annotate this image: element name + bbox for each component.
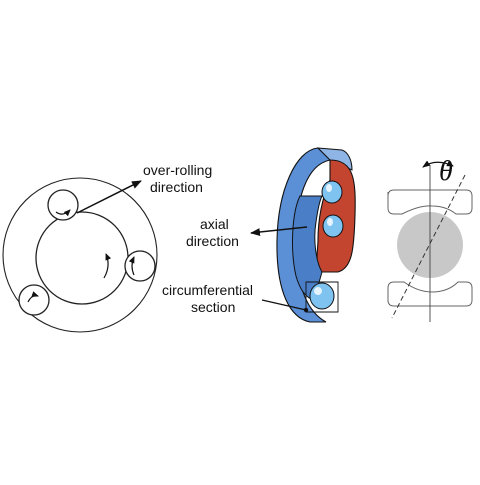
circumferential-pointer	[261, 299, 307, 311]
bearing-ball-3	[309, 282, 335, 310]
axial-direction-arrow	[250, 226, 308, 237]
over-rolling-label-line2: direction	[150, 179, 203, 195]
rolling-ball-top	[47, 189, 79, 221]
ball-rotation-arrow-right	[128, 256, 135, 276]
bearing-schematic	[2, 177, 158, 333]
inner-race-circle	[35, 211, 129, 305]
lower-race-outline	[387, 281, 473, 307]
bearing-ball-2	[322, 214, 344, 238]
axial-label-line2: direction	[186, 233, 239, 249]
outer-race-circle	[2, 177, 158, 333]
bearing-3d-illustration	[250, 147, 356, 323]
rolling-ball-right	[124, 250, 156, 282]
circumferential-point	[303, 307, 309, 313]
angle-arc	[422, 160, 454, 168]
ball-highlight-2	[327, 218, 333, 226]
rolling-ball-bottom-left	[18, 284, 50, 316]
over-rolling-label-line1: over-rolling	[143, 162, 212, 178]
theta-symbol: θ	[439, 156, 453, 187]
ball-highlight-1	[326, 184, 332, 192]
contact-angle-detail	[387, 160, 473, 322]
over-rolling-arrow	[76, 180, 142, 214]
inner-race-rotation-arrow	[103, 253, 112, 279]
circumferential-label-line2: section	[191, 299, 235, 315]
contact-line	[391, 174, 466, 319]
ball-rotation-arrow-top	[55, 209, 71, 217]
circumferential-label-line1: circumferential	[162, 282, 253, 298]
cut-section-outline	[305, 281, 339, 313]
ball-highlight-3	[314, 287, 322, 295]
axial-label-line1: axial	[200, 216, 229, 232]
ball-rotation-arrow-bottom-left	[27, 291, 39, 303]
bearing-ball-1	[321, 180, 343, 204]
upper-race-outline	[387, 189, 473, 215]
